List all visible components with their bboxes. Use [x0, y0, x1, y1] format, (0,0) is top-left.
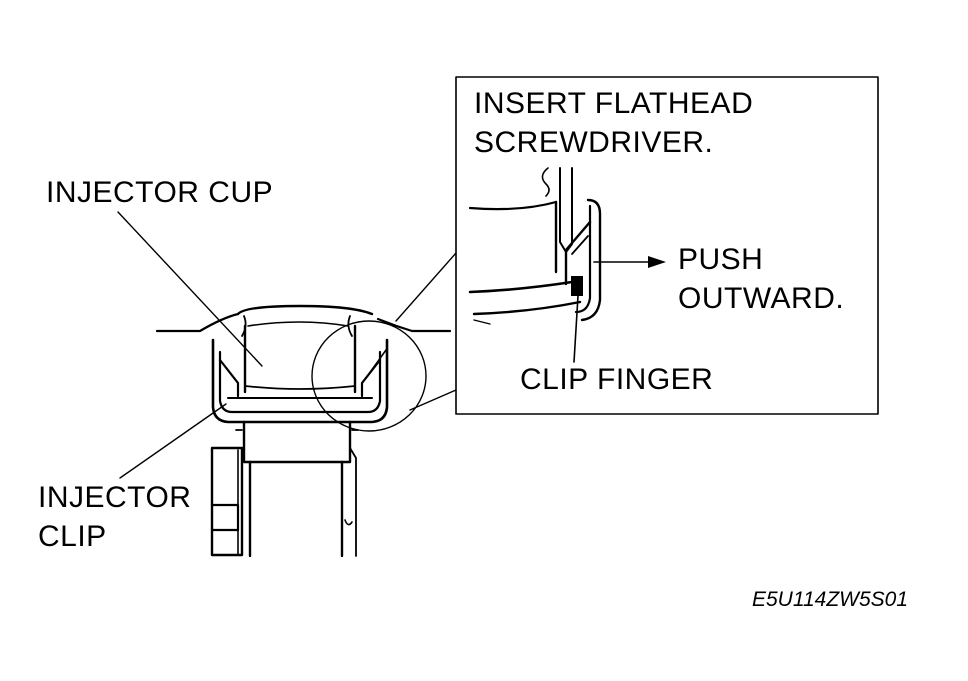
injector-clip-label-line2: CLIP: [38, 520, 107, 553]
detail-cup-base: [468, 280, 574, 294]
magnify-circle: [311, 320, 427, 432]
detail-clip-inner: [574, 204, 592, 314]
injector-cup: [236, 304, 374, 394]
detail-clip-outer: [580, 198, 602, 322]
clip-finger-leader: [573, 295, 579, 363]
push-outward-label-line1: PUSH: [678, 243, 764, 276]
magnify-connector-bottom: [409, 389, 457, 411]
insert-screwdriver-label-line2: SCREWDRIVER.: [474, 126, 714, 159]
injector-assembly: [155, 304, 452, 558]
manifold-line-right: [376, 317, 452, 333]
injector-body-detail: [344, 519, 353, 526]
injector-cup-notch-left: [241, 315, 247, 337]
injector-cup-leader: [117, 211, 263, 367]
injector-clip: [211, 338, 389, 424]
detail-inset-frame: [455, 76, 879, 415]
connector-block-outline: [210, 446, 244, 557]
injector-clip-finger-right-2: [365, 349, 387, 379]
injector-clip-leader: [119, 403, 227, 479]
detail-clip-finger-fill: [571, 276, 583, 296]
detail-cup-base-lower: [472, 300, 582, 316]
detail-view: [468, 167, 666, 363]
injector-cup-notch-right: [347, 315, 353, 337]
injector-clip-outer: [211, 338, 389, 424]
injector-body-lower: [248, 460, 344, 558]
injector-clip-label-line1: INJECTOR: [38, 481, 192, 514]
detail-cup-seam: [473, 319, 491, 325]
push-outward-label-line2: OUTWARD.: [678, 282, 845, 315]
injector-body-neck: [242, 420, 352, 464]
injector-cup-label: INJECTOR CUP: [46, 176, 274, 209]
detail-cup-top: [468, 200, 558, 211]
injector-cup-bottom: [244, 385, 356, 390]
detail-clip-finger: [564, 220, 592, 286]
injector-body-lower-right-edge: [349, 447, 357, 557]
figure-code: E5U114ZW5S01: [752, 588, 909, 611]
injector-clip-inner: [218, 350, 382, 414]
connector-block: [210, 446, 244, 557]
detail-clip-finger-2: [571, 235, 589, 255]
manifold-line-left: [155, 312, 240, 333]
magnify-connector-top: [395, 252, 457, 322]
injector-cup-top-inner: [247, 321, 349, 327]
clip-finger-label: CLIP FINGER: [520, 363, 714, 396]
arrow-right-icon: [593, 256, 666, 268]
insert-screwdriver-leader: [541, 167, 550, 197]
insert-screwdriver-label-line1: INSERT FLATHEAD: [474, 87, 754, 120]
screwdriver-icon: [559, 167, 573, 253]
injector-clip-finger-right: [360, 358, 382, 398]
connector-block-tab: [210, 503, 240, 532]
injector-cup-top: [236, 304, 374, 316]
injector-body: [235, 420, 359, 558]
injector-clip-finger-left: [218, 358, 240, 398]
